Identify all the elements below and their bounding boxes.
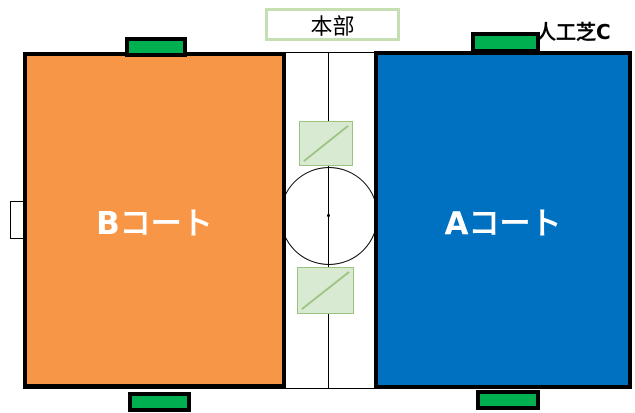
- bench-a-top: [471, 32, 540, 53]
- diagonal-line-icon: [301, 271, 350, 310]
- court-a-label: Aコート: [444, 205, 562, 242]
- bench-b-top: [125, 37, 187, 57]
- court-a[interactable]: Aコート: [374, 51, 632, 389]
- bench-b-bottom: [128, 392, 191, 412]
- center-spot: [327, 214, 330, 217]
- left-goal: [10, 201, 24, 239]
- center-box-lower: [297, 267, 354, 314]
- headquarters-box: 本部: [265, 8, 400, 41]
- bench-a-bottom: [476, 390, 540, 410]
- headquarters-label: 本部: [310, 14, 355, 40]
- field-name-label: 人工芝C: [536, 20, 611, 44]
- court-b-label: Bコート: [96, 205, 213, 242]
- center-box-upper: [299, 121, 353, 166]
- diagonal-line-icon: [303, 125, 349, 162]
- court-b[interactable]: Bコート: [23, 52, 286, 388]
